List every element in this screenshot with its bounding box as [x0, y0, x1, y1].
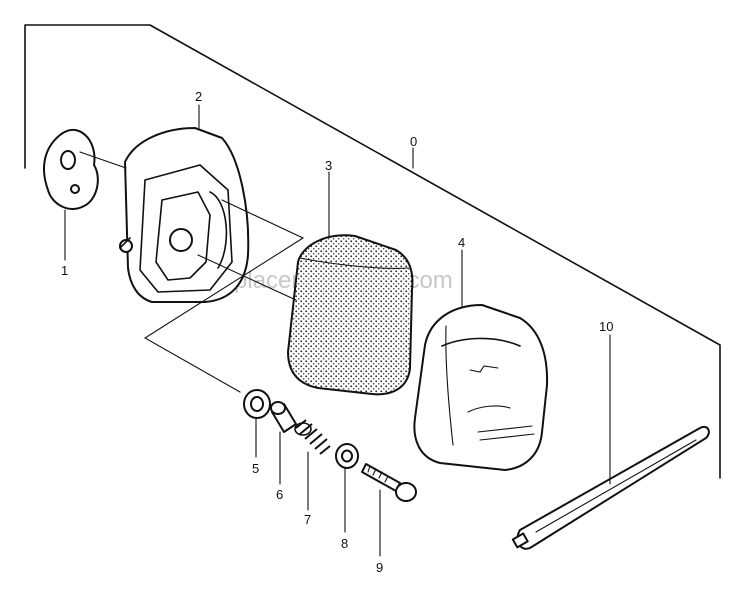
label-8: 8	[341, 536, 348, 551]
washer-part	[243, 389, 271, 419]
bushing-part	[270, 401, 297, 433]
callout-labels: 0 1 2 3 4 5 6 7 8 9 10	[61, 89, 613, 575]
foam-filter-part	[287, 234, 414, 396]
gasket-part	[43, 128, 99, 210]
housing-part	[119, 127, 250, 303]
spring-part	[294, 419, 331, 455]
label-5: 5	[252, 461, 259, 476]
bolt-part	[361, 463, 417, 502]
label-10: 10	[599, 319, 613, 334]
cover-part	[413, 304, 549, 471]
label-6: 6	[276, 487, 283, 502]
label-1: 1	[61, 263, 68, 278]
label-0: 0	[410, 134, 417, 149]
leader-lines	[64, 104, 611, 557]
strip-part	[511, 426, 710, 550]
label-9: 9	[376, 560, 383, 575]
alignment-lines	[79, 151, 304, 393]
label-7: 7	[304, 512, 311, 527]
small-washer-part	[335, 443, 359, 469]
label-2: 2	[195, 89, 202, 104]
label-4: 4	[458, 235, 465, 250]
assembly-bracket	[24, 24, 721, 479]
label-3: 3	[325, 158, 332, 173]
